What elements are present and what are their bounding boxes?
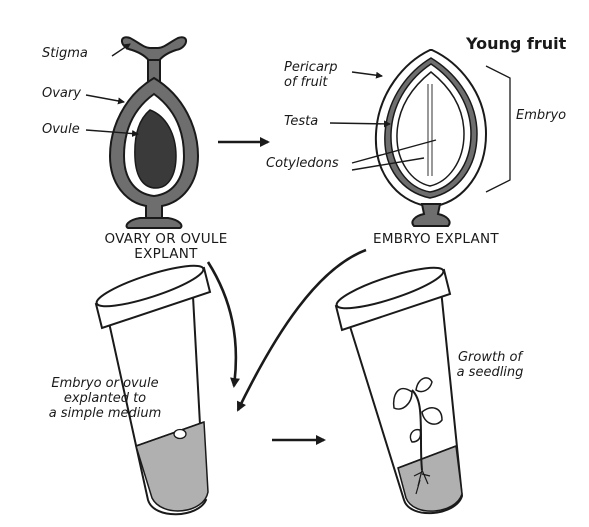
growth-label-line2: a seedling: [450, 365, 530, 380]
ovary-explant-caption: OVARY OR OVULE EXPLANT: [82, 232, 250, 262]
cotyledons-label: Cotyledons: [266, 156, 339, 171]
young-fruit-label: Young fruit: [466, 34, 566, 53]
pericarp-label: Pericarp of fruit: [284, 60, 338, 90]
fruit-stalk: [412, 204, 449, 226]
pericarp-leader: [352, 72, 382, 76]
testa-label: Testa: [284, 114, 318, 129]
ovary-explant-caption-line1: OVARY OR OVULE: [82, 232, 250, 247]
ovary-explant-caption-line2: EXPLANT: [82, 247, 250, 262]
process-arrows: [208, 142, 366, 440]
medium-label: Embryo or ovule explanted to a simple me…: [46, 376, 164, 421]
tube1-explant: [174, 430, 186, 439]
pericarp-label-line2: of fruit: [284, 75, 338, 90]
test-tube-seedling: [333, 260, 462, 513]
medium-label-line3: a simple medium: [46, 406, 164, 421]
stigma-lobes: [122, 37, 186, 62]
ovary-leader: [86, 95, 124, 102]
medium-label-line2: explanted to: [46, 391, 164, 406]
testa-leader: [330, 123, 390, 124]
arrow-ovary-to-tube: [208, 262, 236, 386]
ovule-label: Ovule: [42, 122, 80, 137]
seedling-leaf-small: [410, 430, 420, 442]
growth-label: Growth of a seedling: [450, 350, 530, 380]
young-fruit-drawing: [376, 50, 510, 226]
arrow-embryo-to-tube: [238, 250, 366, 410]
pericarp-label-line1: Pericarp: [284, 60, 338, 75]
stigma-leader: [112, 44, 130, 56]
embryo-label: Embryo: [516, 108, 566, 123]
growth-label-line1: Growth of: [450, 350, 530, 365]
ovary-label: Ovary: [42, 86, 81, 101]
receptacle: [127, 218, 182, 228]
embryo-explant-caption: EMBRYO EXPLANT: [352, 232, 520, 247]
stigma-label: Stigma: [42, 46, 88, 61]
medium-label-line1: Embryo or ovule: [46, 376, 164, 391]
embryo-bracket: [486, 66, 510, 192]
